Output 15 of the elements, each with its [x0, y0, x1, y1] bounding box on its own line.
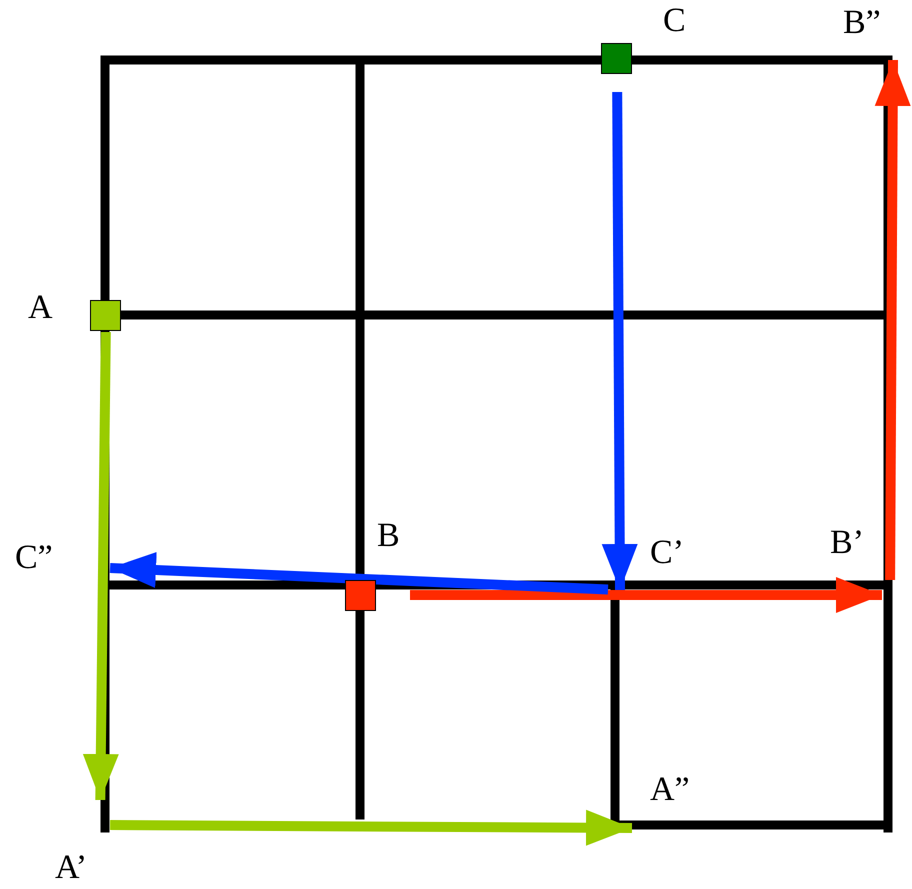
- point-label: B: [377, 518, 400, 554]
- arrow: [410, 577, 882, 613]
- arrow: [110, 810, 632, 846]
- point-label: A’: [55, 850, 88, 886]
- arrow: [82, 332, 119, 800]
- point-label: A: [28, 290, 53, 326]
- point-label: B’: [830, 525, 864, 561]
- point-label: A”: [650, 772, 690, 808]
- arrow: [602, 92, 638, 590]
- arrow: [110, 552, 608, 594]
- point-label: C’: [650, 535, 684, 571]
- arrow: [874, 60, 911, 580]
- point-label: C: [663, 3, 686, 39]
- point-label: B”: [843, 5, 881, 41]
- point-label: C”: [15, 540, 53, 576]
